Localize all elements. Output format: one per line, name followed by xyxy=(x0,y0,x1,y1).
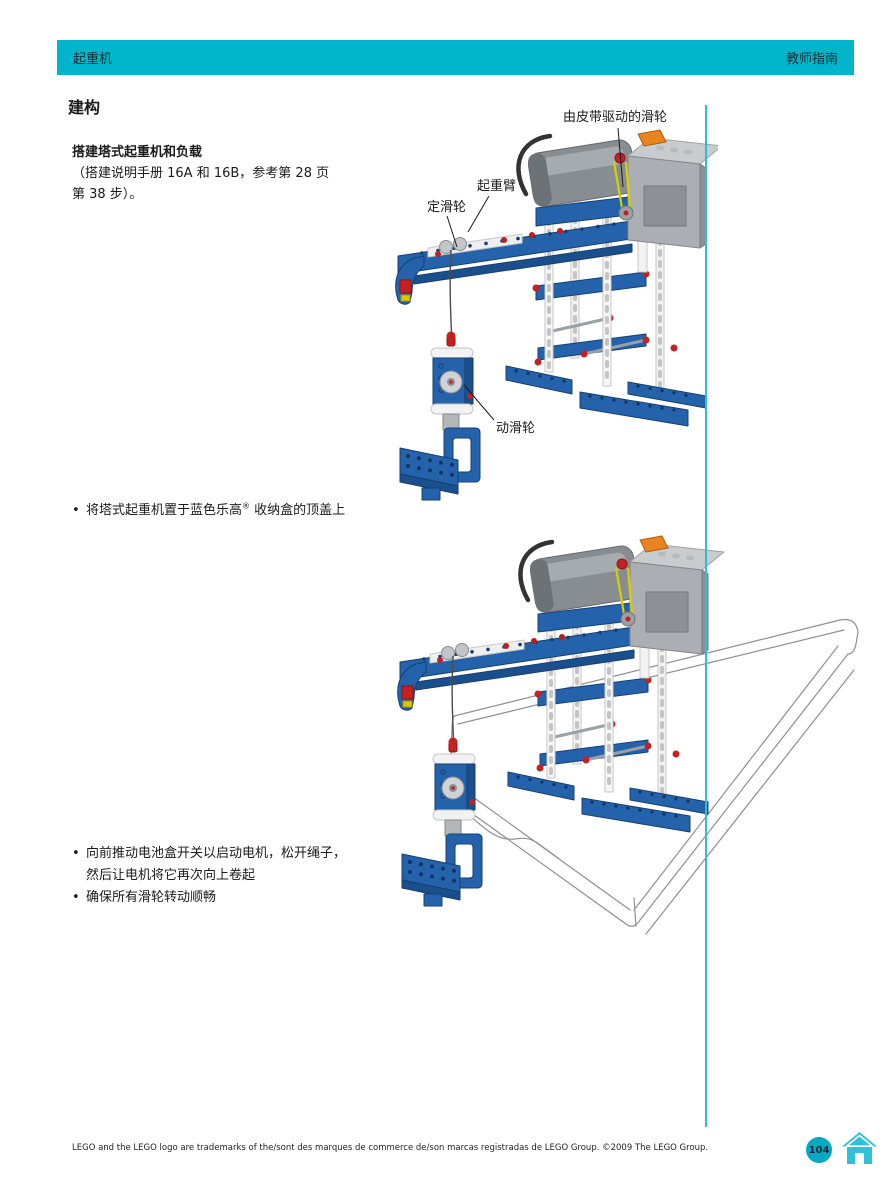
bullet-text: 然后让电机将它再次向上卷起 xyxy=(86,868,256,883)
home-icon[interactable] xyxy=(841,1131,878,1166)
figure-crane xyxy=(388,96,718,506)
bullet-text: 确保所有滑轮转动顺畅 xyxy=(86,890,217,905)
bullet-text: 向前推动电池盒开关以启动电机，松开绳子， xyxy=(86,846,347,861)
label-fixed-pulley: 定滑轮 xyxy=(427,200,467,215)
crane-illustration-2 xyxy=(388,492,859,935)
bullet-marker: • xyxy=(72,503,80,518)
accent-divider-line xyxy=(705,105,707,1127)
leader-fixed-pulley xyxy=(446,215,458,248)
page-number: 104 xyxy=(808,1144,830,1156)
label-belt-pulley: 由皮带驱动的滑轮 xyxy=(563,110,668,125)
bottom-bullet-list: • 向前推动电池盒开关以启动电机，松开绳子， 然后让电机将它再次向上卷起 • 确… xyxy=(72,843,346,909)
bullet-text: 将塔式起重机置于蓝色乐高® 收纳盒的顶盖上 xyxy=(86,501,346,518)
label-movable-pulley: 动滑轮 xyxy=(496,421,536,436)
crane-illustration-1 xyxy=(388,96,718,506)
leader-belt-pulley xyxy=(617,127,624,188)
figure-crane-on-box xyxy=(388,492,880,942)
footer-legal-text: LEGO and the LEGO logo are trademarks of… xyxy=(72,1143,709,1153)
page-title: 建构 xyxy=(68,98,101,117)
bullet-place-on-box: • 将塔式起重机置于蓝色乐高® 收纳盒的顶盖上 xyxy=(72,500,345,522)
bullet-push-switch: • 向前推动电池盒开关以启动电机，松开绳子， xyxy=(72,843,346,865)
intro-line-2: 第 38 步）。 xyxy=(72,187,143,202)
page-number-badge: 104 xyxy=(806,1137,832,1163)
registered-mark: ® xyxy=(242,501,251,511)
header-right-label: 教师指南 xyxy=(785,52,838,67)
intro-line-1: （搭建说明手册 16A 和 16B，参考第 28 页 xyxy=(72,166,330,181)
header-left-label: 起重机 xyxy=(73,52,113,67)
header-bar: 起重机 教师指南 xyxy=(57,40,854,75)
leader-jib xyxy=(467,195,490,233)
intro-paragraph: 搭建塔式起重机和负载 （搭建说明手册 16A 和 16B，参考第 28 页 第 … xyxy=(72,142,329,205)
bullet-check-pulleys: • 确保所有滑轮转动顺畅 xyxy=(72,887,346,909)
intro-heading: 搭建塔式起重机和负载 xyxy=(72,145,203,160)
bullet-marker: • xyxy=(72,846,80,861)
leader-movable-pulley xyxy=(463,384,495,421)
bullet-push-switch-line2: 然后让电机将它再次向上卷起 xyxy=(72,865,346,887)
bullet-marker: • xyxy=(72,890,80,905)
label-jib: 起重臂 xyxy=(477,179,517,194)
